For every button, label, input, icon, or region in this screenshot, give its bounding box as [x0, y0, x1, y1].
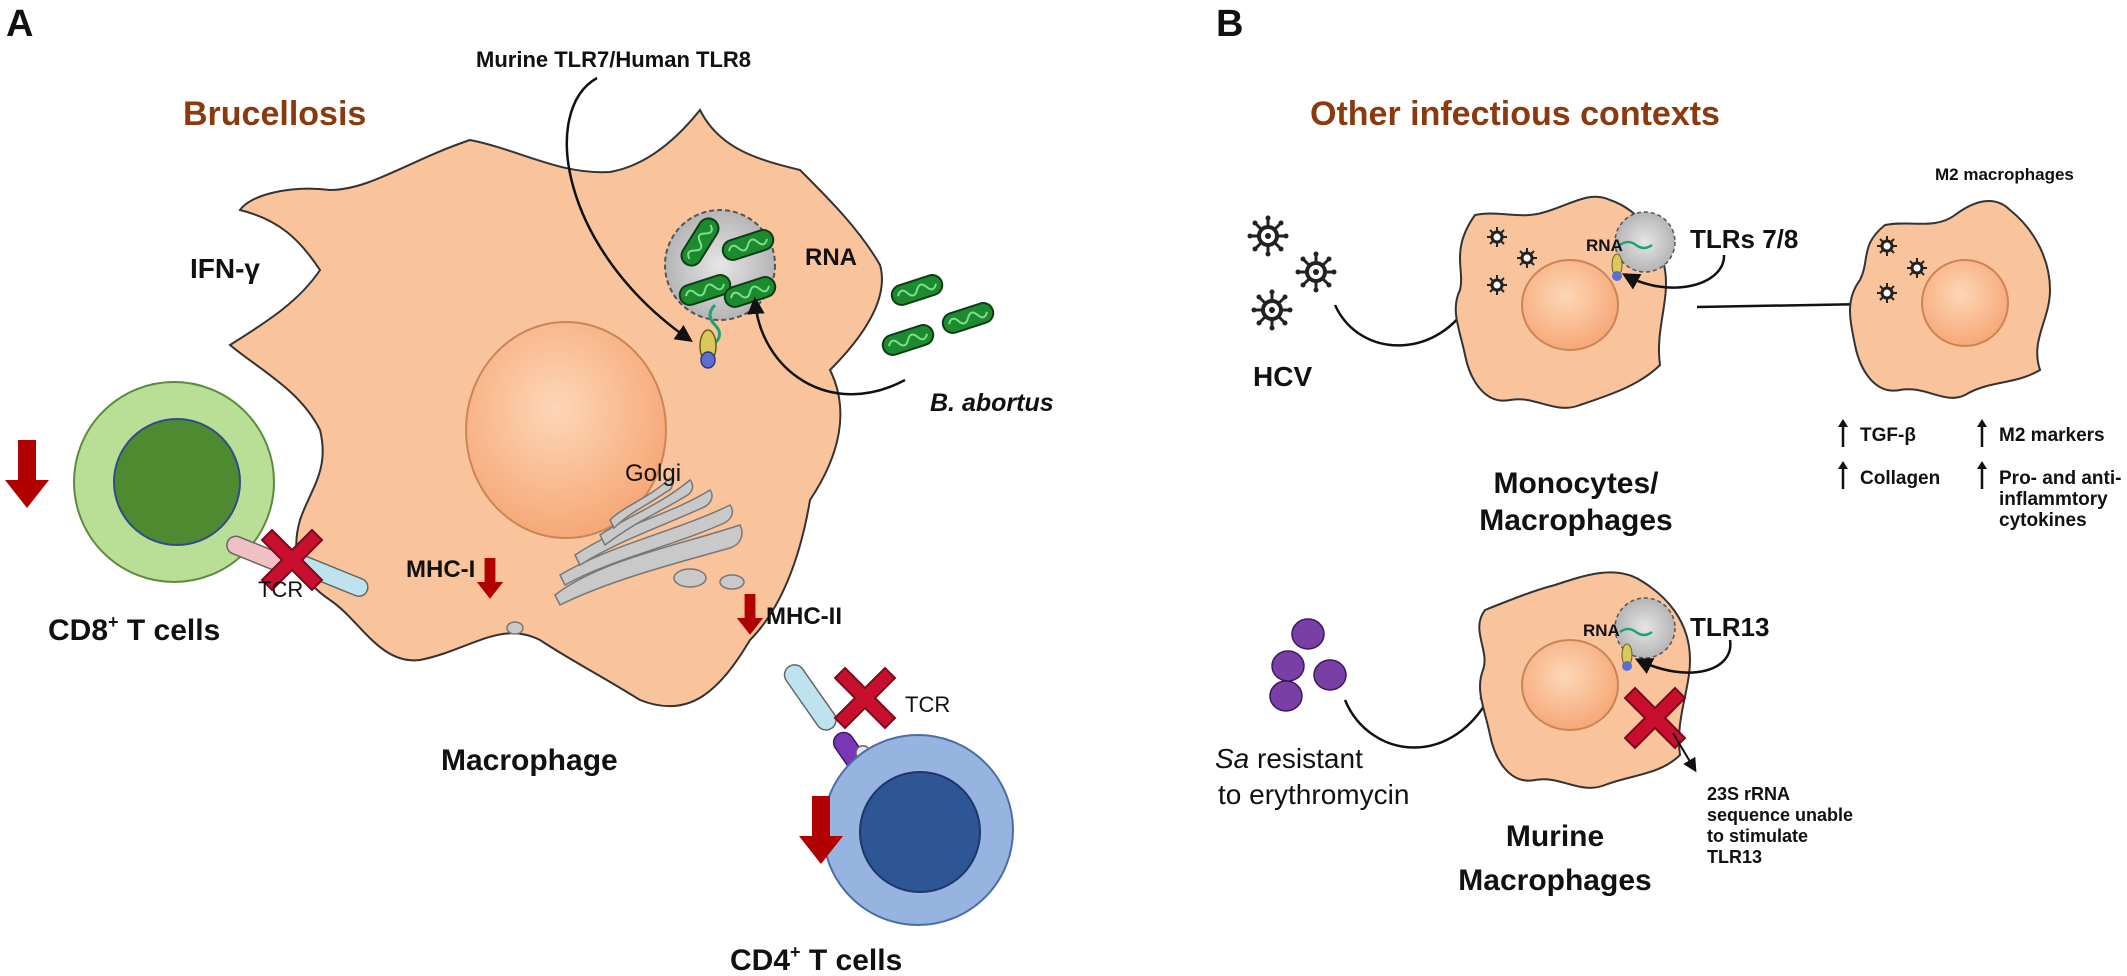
m2-title: M2 macrophages — [1935, 165, 2074, 184]
tlr78-arrow — [1621, 254, 1726, 290]
rrna-note-line-1: 23S rRNA — [1707, 784, 1790, 804]
endosome-a — [664, 209, 776, 321]
murine-label-2: Macrophages — [1458, 864, 1651, 897]
hcv-entry-arrow — [1333, 294, 1474, 347]
panel-b-letter: B — [1216, 3, 1243, 45]
ifn-label: IFN-γ — [190, 253, 260, 284]
cd8-decrease-arrow — [5, 440, 49, 508]
rna-label-b-top: RNA — [1586, 236, 1623, 255]
tlr-receptor-base-a — [700, 351, 716, 369]
mhc1-label: MHC-I — [406, 556, 475, 583]
rna-strand-b-top — [1619, 240, 1653, 250]
rrna-note-arrow — [1672, 732, 1697, 773]
rrna-note: 23S rRNA sequence unable to stimulate TL… — [1707, 784, 1853, 867]
tcr-label-left: TCR — [258, 577, 303, 602]
sa-label-1: Sa resistant — [1215, 743, 1363, 774]
endosome-b-bottom — [1614, 597, 1676, 659]
receptor-arrow — [565, 76, 693, 342]
murine-label-1: Murine — [1506, 820, 1604, 853]
panel-a-letter: A — [6, 3, 33, 45]
tlr-receptor-base-b-top — [1612, 271, 1622, 281]
marker-list: TGF-β Collagen M2 markers Pro- and anti-… — [1836, 417, 2121, 531]
marker-cytokines-3: cytokines — [1999, 510, 2087, 531]
rna-label-a: RNA — [805, 244, 857, 271]
monocyte-nucleus — [1521, 259, 1619, 351]
polarization-arrow — [1696, 295, 1872, 313]
rna-label-b-bottom: RNA — [1583, 621, 1620, 640]
entry-arrow-a — [747, 296, 906, 396]
marker-collagen: Collagen — [1860, 468, 1940, 489]
marker-cytokines-2: inflammtory — [1999, 489, 2108, 510]
sa-entry-arrow — [1343, 686, 1495, 749]
cd8-label: CD8+ T cells — [48, 612, 220, 647]
nucleus — [465, 321, 667, 539]
tlr13-arrow — [1634, 639, 1732, 674]
hcv-label: HCV — [1253, 361, 1312, 392]
marker-cytokines-1: Pro- and anti- — [1999, 468, 2121, 489]
macrophage-label: Macrophage — [441, 744, 618, 777]
golgi-apparatus — [506, 476, 745, 635]
marker-m2: M2 markers — [1999, 425, 2105, 446]
mhc2-label: MHC-II — [766, 603, 842, 630]
endosome-b-top — [1614, 211, 1676, 273]
golgi-label: Golgi — [625, 460, 681, 487]
tlr78-label: TLRs 7/8 — [1690, 224, 1798, 254]
rna-strand-a — [708, 303, 721, 347]
panel-b-title: Other infectious contexts — [1310, 95, 1720, 133]
cd4-label: CD4+ T cells — [730, 942, 902, 976]
bacteria-label: B. abortus — [930, 389, 1054, 417]
hcv-viruses — [1245, 213, 1339, 333]
monocytes-label-1: Monocytes/ — [1493, 467, 1659, 500]
blocked-x-right — [834, 667, 896, 729]
sa-bacteria — [1269, 618, 1347, 712]
tlr-receptor-base-b-bottom — [1622, 661, 1632, 671]
receptor-label: Murine TLR7/Human TLR8 — [476, 47, 751, 72]
rrna-note-line-3: to stimulate — [1707, 826, 1808, 846]
rrna-note-line-2: sequence unable — [1707, 805, 1853, 825]
tcr-label-right: TCR — [905, 692, 950, 717]
monocytes-label-2: Macrophages — [1479, 504, 1672, 537]
m2-nucleus — [1921, 259, 2009, 347]
rna-strand-b-bottom — [1619, 627, 1653, 637]
murine-nucleus — [1521, 639, 1619, 731]
panel-a-title: Brucellosis — [183, 95, 366, 133]
tlr13-label: TLR13 — [1690, 612, 1769, 642]
cd8-nucleus — [113, 418, 241, 546]
marker-tgfb: TGF-β — [1860, 425, 1916, 446]
cd4-nucleus — [859, 771, 981, 893]
sa-label-2: to erythromycin — [1218, 779, 1409, 810]
rrna-note-line-4: TLR13 — [1707, 847, 1762, 867]
b-abortus-bacteria — [879, 271, 997, 359]
